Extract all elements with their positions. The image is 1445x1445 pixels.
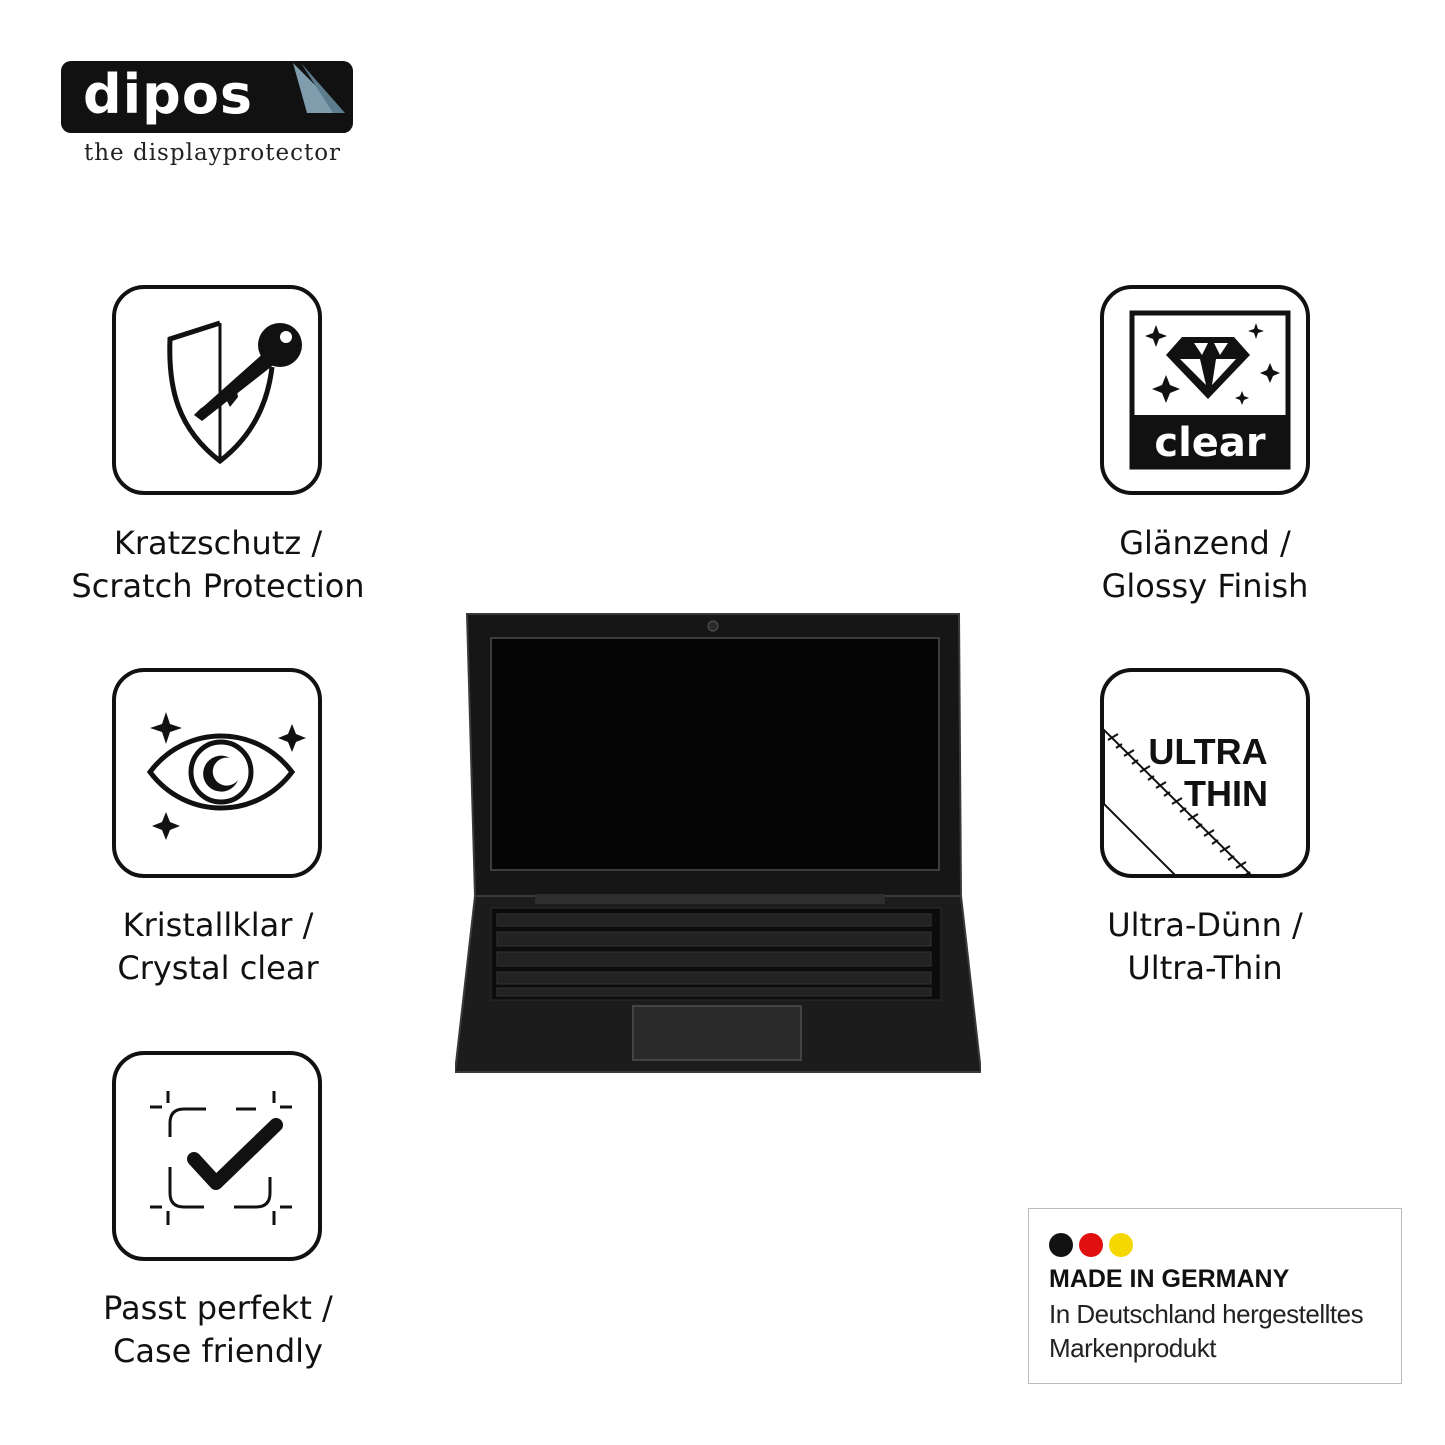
flag-dot-red [1079, 1233, 1103, 1257]
badge-title: MADE IN GERMANY [1049, 1265, 1290, 1293]
brand-logo: dipos [61, 61, 353, 133]
feature-fit-caption: Passt perfekt / Case friendly [38, 1287, 398, 1373]
feature-fit-line2: Case friendly [113, 1332, 323, 1370]
feature-scratch-line1: Kratzschutz / [113, 524, 323, 562]
made-in-germany-badge: MADE IN GERMANY In Deutschland hergestel… [1028, 1208, 1402, 1384]
shield-key-icon [112, 285, 322, 495]
feature-crystal-caption: Kristallklar / Crystal clear [38, 904, 398, 990]
flag-dot-black [1049, 1233, 1073, 1257]
ultra-thin-ruler-icon: ULTRA THIN [1100, 668, 1310, 878]
feature-thin-line2: Ultra-Thin [1127, 949, 1283, 987]
badge-line1: In Deutschland hergestelltes [1049, 1299, 1364, 1329]
brand-name: dipos [83, 63, 254, 126]
badge-line2: Markenprodukt [1049, 1333, 1216, 1363]
brand-tagline: the displayprotector [84, 140, 342, 166]
clear-icon-label: clear [1154, 420, 1266, 466]
feature-thin-caption: Ultra-Dünn / Ultra-Thin [1025, 904, 1385, 990]
diamond-clear-icon: clear [1100, 285, 1310, 495]
flag-dot-gold [1109, 1233, 1133, 1257]
feature-glossy-line1: Glänzend / [1119, 524, 1291, 562]
feature-glossy-caption: Glänzend / Glossy Finish [1025, 522, 1385, 608]
peel-corner-icon [293, 61, 353, 133]
feature-crystal-line1: Kristallklar / [122, 906, 314, 944]
feature-crystal-line2: Crystal clear [117, 949, 319, 987]
sparkle-eye-icon [112, 668, 322, 878]
feature-scratch-line2: Scratch Protection [71, 567, 365, 605]
ultra-icon-label: ULTRA [1148, 731, 1267, 772]
thin-icon-label: THIN [1184, 773, 1268, 814]
feature-glossy-line2: Glossy Finish [1101, 567, 1309, 605]
feature-thin-line1: Ultra-Dünn / [1107, 906, 1303, 944]
laptop-image [455, 613, 981, 1073]
feature-scratch-caption: Kratzschutz / Scratch Protection [38, 522, 398, 608]
feature-fit-line1: Passt perfekt / [103, 1289, 333, 1327]
check-frame-icon [112, 1051, 322, 1261]
